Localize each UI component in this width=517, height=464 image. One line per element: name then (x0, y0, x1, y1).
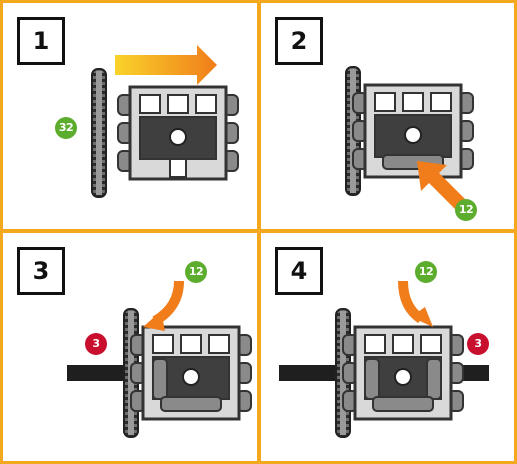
step-number: 3 (17, 247, 65, 295)
step-panel-3: 3 12 3 (0, 230, 260, 464)
step-number: 4 (275, 247, 323, 295)
step-panel-2: 2 12 (258, 0, 517, 232)
part-badge-green: 32 (55, 117, 77, 139)
differential-housing-icon (129, 325, 253, 421)
differential-housing-icon (351, 83, 475, 179)
assembly-illustration (91, 45, 240, 198)
differential-housing-icon (341, 325, 465, 421)
part-badge-green: 12 (185, 261, 207, 283)
assembly-illustration (279, 280, 489, 438)
arrow-icon (115, 45, 217, 85)
part-badge-green: 12 (455, 199, 477, 221)
assembly-illustration (67, 280, 253, 438)
step-panel-4: 4 12 3 (258, 230, 517, 464)
part-badge-red: 3 (85, 333, 107, 355)
differential-housing-icon (116, 85, 240, 181)
assembly-illustration (345, 66, 475, 209)
step-number: 2 (275, 17, 323, 65)
step-number: 1 (17, 17, 65, 65)
part-badge-green: 12 (415, 261, 437, 283)
arrow-icon (417, 161, 465, 209)
step-panel-1: 1 32 (0, 0, 260, 232)
part-badge-red: 3 (467, 333, 489, 355)
gear-icon (91, 68, 107, 198)
